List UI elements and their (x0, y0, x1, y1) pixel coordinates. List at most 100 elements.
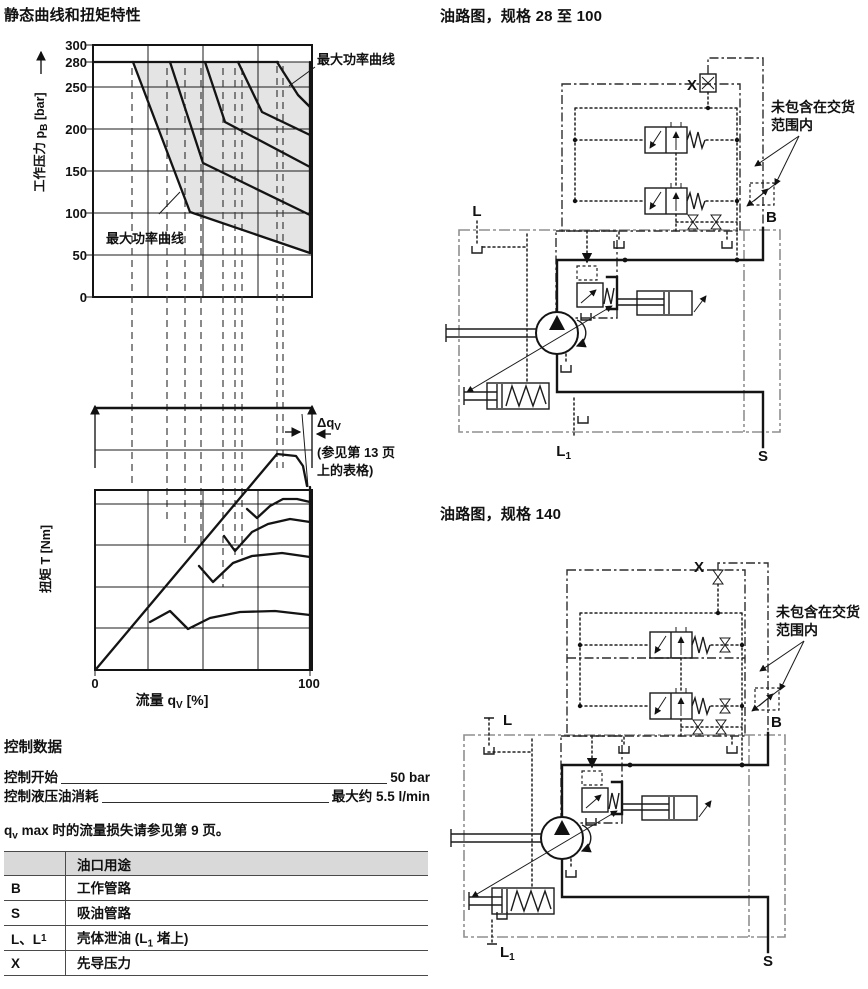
diagram1-title: 油路图，规格 28 至 100 (440, 8, 603, 25)
external-relief-valve (746, 180, 780, 207)
port-cell: X (4, 951, 66, 975)
pilot-valve-2 (649, 688, 711, 720)
projection-dashed-lines (131, 66, 284, 587)
suction-line-S (555, 352, 765, 449)
x-port-symbol (699, 73, 717, 93)
port-label-l1: L1 (500, 944, 515, 963)
dotted-leader (61, 783, 388, 784)
ytick-280: 280 (65, 55, 87, 70)
control-data-section: 控制数据 控制开始 50 bar 控制液压油消耗 最大约 5.5 l/min q… (4, 736, 430, 842)
pilot-valve-1 (649, 627, 711, 659)
pilot-valve-2 (644, 183, 706, 215)
variable-pump (445, 305, 613, 393)
ytick-200: 200 (65, 122, 87, 137)
pressure-torque-charts: 300 280 250 200 150 100 50 0 工作压力 pB [ba… (32, 38, 395, 711)
control-valve (581, 780, 669, 816)
torque-chart-grid (94, 489, 313, 676)
torque-delta-band: ΔqV (参见第 13 页 上的表格) (90, 404, 395, 488)
not-included-line2: 范围内 (771, 117, 813, 133)
usage-cell: 先导压力 (77, 955, 131, 971)
junction-dots (577, 610, 745, 768)
ytick-300: 300 (65, 38, 87, 53)
x-pilot-line (717, 562, 769, 733)
control-row-consumption: 控制液压油消耗 最大约 5.5 l/min (4, 787, 430, 806)
torque-y-label: 扭矩 T [Nm] (38, 525, 53, 593)
ytick-150: 150 (65, 164, 87, 179)
pilot-box (576, 265, 598, 281)
bias-cylinder-spring (463, 382, 550, 410)
control-row2-label: 控制液压油消耗 (4, 789, 99, 804)
valve-block-shade (560, 569, 746, 824)
plug-cups (483, 717, 738, 945)
table-row: S 吸油管路 (4, 900, 428, 925)
pilot-lines (487, 583, 743, 945)
usage-cell: 吸油管路 (77, 905, 131, 921)
pump-housing-boundary (458, 229, 781, 433)
port-cell: S (4, 901, 66, 925)
annotation-max-power-inner: 最大功率曲线 (106, 231, 184, 246)
circuit-diagram-28-100: 未包含在交货 范围内 X B L L1 S (445, 57, 855, 465)
external-relief-valve (751, 685, 785, 712)
pressure-chart-grid (86, 44, 313, 298)
not-included-line2: 范围内 (776, 622, 818, 638)
usage-cell: 壳体泄油 (L1 堵上) (77, 930, 189, 950)
annotation-max-power-top: 最大功率曲线 (317, 52, 395, 67)
port-label-b: B (766, 209, 777, 226)
control-row1-label: 控制开始 (4, 770, 58, 785)
torque-x-label: 流量 qV [%] (136, 692, 209, 711)
orifice-icons (687, 214, 722, 230)
control-row-start: 控制开始 50 bar (4, 768, 430, 787)
port-label-x: X (694, 559, 704, 576)
pressure-line-B (560, 731, 770, 819)
not-included-annotation: 未包含在交货 范围内 (759, 604, 860, 691)
section-title-curves: 静态曲线和扭矩特性 (4, 7, 141, 24)
port-label-l: L (503, 712, 512, 729)
stroking-cylinder (641, 795, 712, 821)
not-included-annotation: 未包含在交货 范围内 (754, 99, 855, 186)
diagram2-title: 油路图，规格 140 (440, 506, 562, 523)
control-row1-value: 50 bar (390, 770, 430, 785)
delta-qv-label: ΔqV (317, 415, 341, 433)
xtick-100: 100 (298, 676, 320, 691)
bias-cylinder-spring (468, 887, 555, 915)
not-included-line1: 未包含在交货 (771, 99, 855, 115)
control-note: qv max 时的流量损失请参见第 9 页。 (4, 823, 230, 842)
pilot-box (581, 770, 603, 786)
stroking-cylinder (636, 290, 707, 316)
port-label-b: B (771, 714, 782, 731)
junction-dots (572, 105, 740, 263)
circuit-diagram-140: 未包含在交货 范围内 X B L L1 S (450, 559, 860, 970)
table-header-port-cell (4, 852, 66, 875)
table-row: B 工作管路 (4, 875, 428, 900)
torque-curves (95, 452, 312, 672)
pressure-annotations: 最大功率曲线 最大功率曲线 (106, 52, 395, 246)
control-row2-value: 最大约 5.5 l/min (331, 789, 430, 804)
port-label-l1: L1 (556, 443, 571, 462)
dotted-leader (101, 802, 329, 803)
port-cell: B (4, 876, 66, 900)
pilot-lines (476, 91, 738, 438)
control-data-title: 控制数据 (4, 740, 62, 756)
ytick-50: 50 (73, 248, 87, 263)
variable-pump (450, 810, 618, 898)
pilot-valve-1 (644, 122, 706, 154)
orifice-icons (692, 569, 731, 735)
usage-cell: 工作管路 (77, 880, 131, 896)
port-label-s: S (763, 953, 773, 970)
port-label-s: S (758, 448, 768, 465)
ytick-0: 0 (80, 290, 87, 305)
suction-line-S (560, 857, 770, 954)
port-label-l: L (472, 203, 481, 220)
pressure-y-label: 工作压力 pB [bar] (32, 92, 50, 192)
not-included-line1: 未包含在交货 (776, 604, 860, 620)
torque-axes-labels: 扭矩 T [Nm] 0 100 流量 qV [%] (38, 525, 320, 711)
table-header-usage: 油口用途 (77, 857, 131, 873)
table-header-row: 油口用途 (4, 852, 428, 875)
ytick-100: 100 (65, 206, 87, 221)
ytick-250: 250 (65, 80, 87, 95)
plug-cups (471, 241, 733, 424)
port-label-x: X (687, 77, 697, 94)
